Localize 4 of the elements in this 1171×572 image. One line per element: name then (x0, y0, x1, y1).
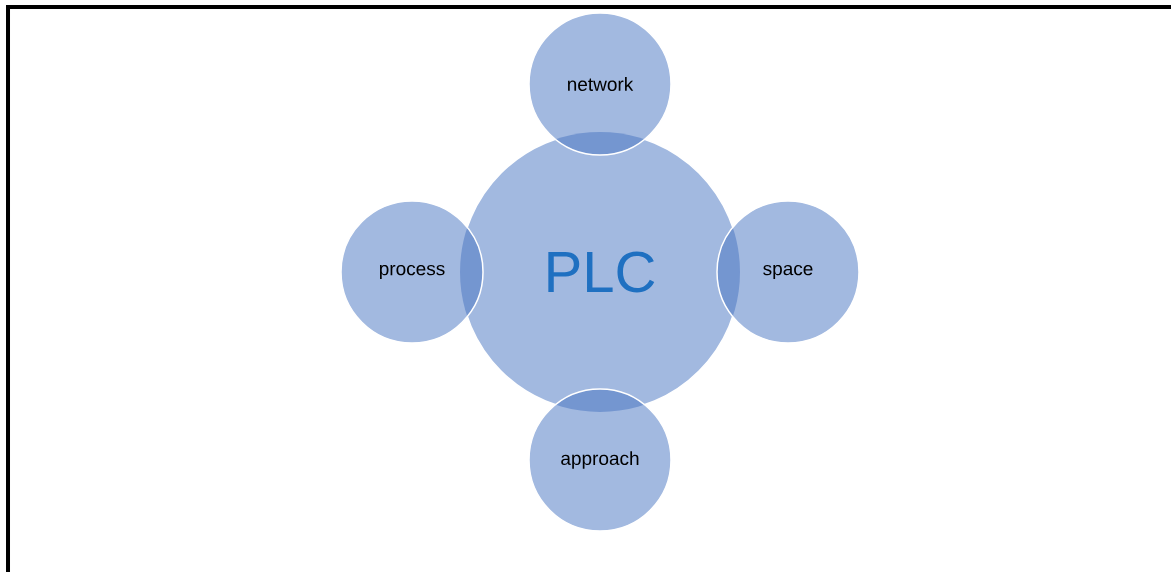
node-label: approach (561, 451, 639, 469)
node-label: space (763, 264, 813, 280)
node-label: process (379, 264, 445, 280)
node-label: network (568, 77, 634, 91)
